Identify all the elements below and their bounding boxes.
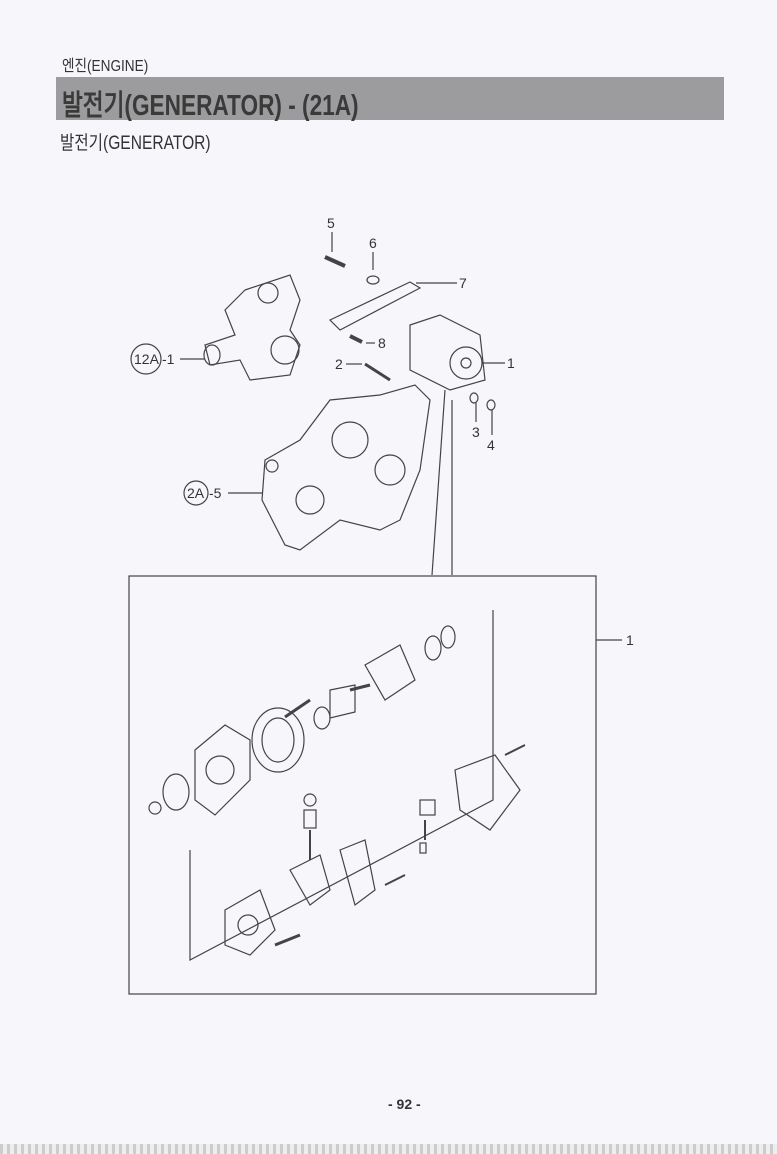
scan-edge — [0, 1144, 777, 1154]
ref-circle-12a — [130, 343, 162, 375]
callout-4: 4 — [487, 437, 495, 453]
callout-3: 3 — [472, 424, 480, 440]
subtitle: 발전기(GENERATOR) — [60, 133, 211, 154]
callout-2: 2 — [335, 356, 343, 372]
title-bar: 발전기(GENERATOR) - (21A) — [56, 77, 724, 122]
callout-5: 5 — [327, 215, 335, 231]
ref-2a: 2A — [187, 485, 205, 501]
callout-8: 8 — [378, 335, 386, 351]
callout-7: 7 — [459, 275, 467, 291]
exploded-view-box — [128, 575, 597, 995]
callout-6: 6 — [369, 235, 377, 251]
page-number: - 92 - — [388, 1096, 421, 1112]
section-label: 엔진(ENGINE) — [62, 58, 149, 75]
ref-12a: 12A — [134, 351, 160, 367]
ref-2a-suffix: -5 — [209, 485, 222, 501]
exploded-components — [148, 625, 526, 956]
adjusting-bracket — [328, 281, 422, 331]
generator-drawing — [409, 314, 486, 391]
water-pump-drawing — [203, 274, 301, 381]
detail-callout-1: 1 — [626, 632, 634, 648]
timing-case-drawing — [261, 384, 431, 551]
ref-12a-suffix: -1 — [162, 351, 175, 367]
callout-1: 1 — [507, 355, 515, 371]
assembly-outline — [189, 610, 494, 961]
ref-circle-2a — [183, 480, 209, 506]
page-title: 발전기(GENERATOR) - (21A) — [62, 90, 359, 122]
